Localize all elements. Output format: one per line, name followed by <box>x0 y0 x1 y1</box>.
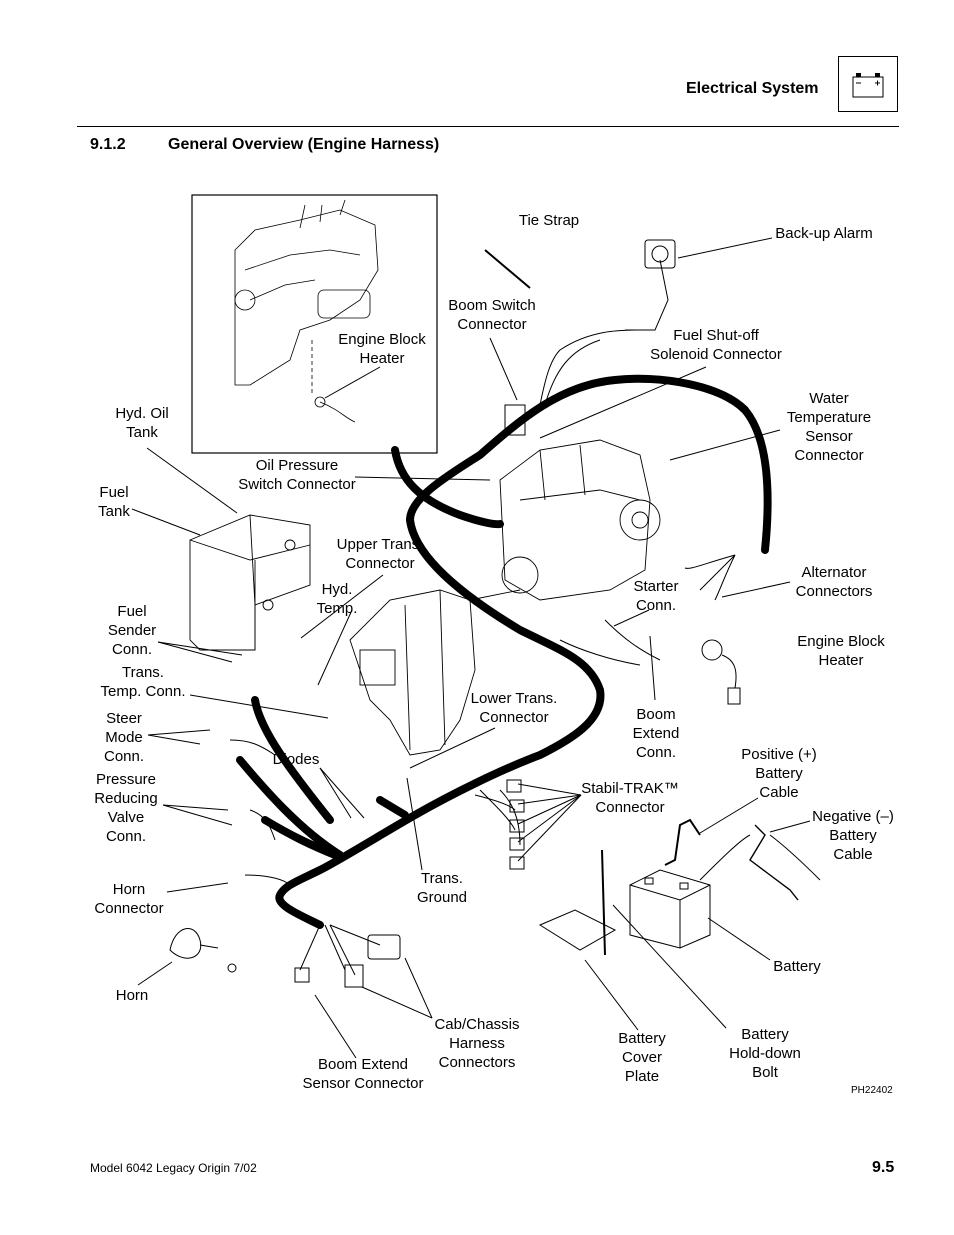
label-cab-chassis: Cab/Chassis Harness Connectors <box>434 1016 520 1071</box>
leader-lines <box>131 237 811 1059</box>
header-title: Electrical System <box>686 80 819 97</box>
horn-sketch <box>169 928 237 973</box>
label-fuel-sender: Fuel Sender Conn. <box>107 603 157 658</box>
inset-frame <box>191 194 438 454</box>
engine-sketch <box>499 439 661 601</box>
positive-cable-sketch <box>664 818 701 866</box>
label-tie-strap: Tie Strap <box>518 212 580 229</box>
cab-chassis-connectors-sketch <box>294 934 401 988</box>
label-engine-block-heater-inset: Engine Block Heater <box>338 331 426 367</box>
label-boom-extend-sensor: Boom Extend Sensor Connector <box>302 1056 424 1092</box>
label-boom-switch-connector: Boom Switch Connector <box>448 297 536 333</box>
transmission-sketch <box>349 589 521 756</box>
label-hyd-temp: Hyd. Temp. <box>316 581 358 617</box>
label-alternator: Alternator Connectors <box>795 564 873 600</box>
label-oil-pressure: Oil Pressure Switch Connector <box>238 457 356 493</box>
label-upper-trans: Upper Trans. Connector <box>336 536 424 572</box>
tie-strap-sketch <box>484 249 531 289</box>
label-lower-trans: Lower Trans. Connector <box>470 690 558 726</box>
label-battery: Battery <box>773 958 821 975</box>
backup-alarm-sketch <box>644 239 676 269</box>
label-water-temp: Water Temperature Sensor Connector <box>786 390 872 464</box>
section-number: 9.1.2 <box>90 136 126 153</box>
negative-cable-sketch <box>749 824 799 901</box>
label-negative-cable: Negative (–) Battery Cable <box>812 808 894 863</box>
battery-sketch <box>629 869 711 949</box>
label-steer-mode: Steer Mode Conn. <box>103 710 145 765</box>
label-horn-connector: Horn Connector <box>94 881 164 917</box>
label-battery-holddown: Battery Hold-down Bolt <box>729 1026 801 1081</box>
header-rule <box>77 126 899 127</box>
label-diodes: Diodes <box>272 751 320 768</box>
label-battery-cover: Battery Cover Plate <box>618 1030 666 1085</box>
wires <box>229 259 821 976</box>
inset-engine-sketch <box>234 199 379 423</box>
fuel-tank-sketch <box>189 514 311 651</box>
figure-id: PH22402 <box>851 1085 893 1096</box>
label-hyd-oil-tank: Hyd. Oil Tank <box>115 405 169 441</box>
label-horn: Horn <box>115 987 149 1004</box>
battery-cover-plate-sketch <box>538 909 617 951</box>
label-positive-cable: Positive (+) Battery Cable <box>741 746 817 801</box>
label-boom-extend-conn: Boom Extend Conn. <box>632 706 680 761</box>
label-engine-block-heater: Engine Block Heater <box>797 633 885 669</box>
label-fuel-shutoff: Fuel Shut-off Solenoid Connector <box>650 327 782 363</box>
label-stabil-trak: Stabil-TRAK™ Connector <box>581 780 679 816</box>
label-pressure-reducing: Pressure Reducing Valve Conn. <box>94 771 158 845</box>
footer-model: Model 6042 Legacy Origin 7/02 <box>90 1161 257 1175</box>
page-number: 9.5 <box>872 1159 895 1176</box>
label-trans-temp: Trans. Temp. Conn. <box>100 664 186 700</box>
boom-switch-connector-sketch <box>504 404 526 436</box>
battery-icon <box>838 56 898 112</box>
label-trans-ground: Trans. Ground <box>416 870 468 906</box>
engine-block-heater-sketch <box>701 639 741 705</box>
label-backup-alarm: Back-up Alarm <box>775 225 873 242</box>
holddown-bolt-sketch <box>601 849 606 956</box>
label-starter-conn: Starter Conn. <box>633 578 679 614</box>
label-fuel-tank: Fuel Tank <box>98 484 130 520</box>
stabil-trak-connectors-sketch <box>506 779 525 870</box>
section-title: General Overview (Engine Harness) <box>168 136 440 153</box>
main-harness <box>236 374 772 929</box>
